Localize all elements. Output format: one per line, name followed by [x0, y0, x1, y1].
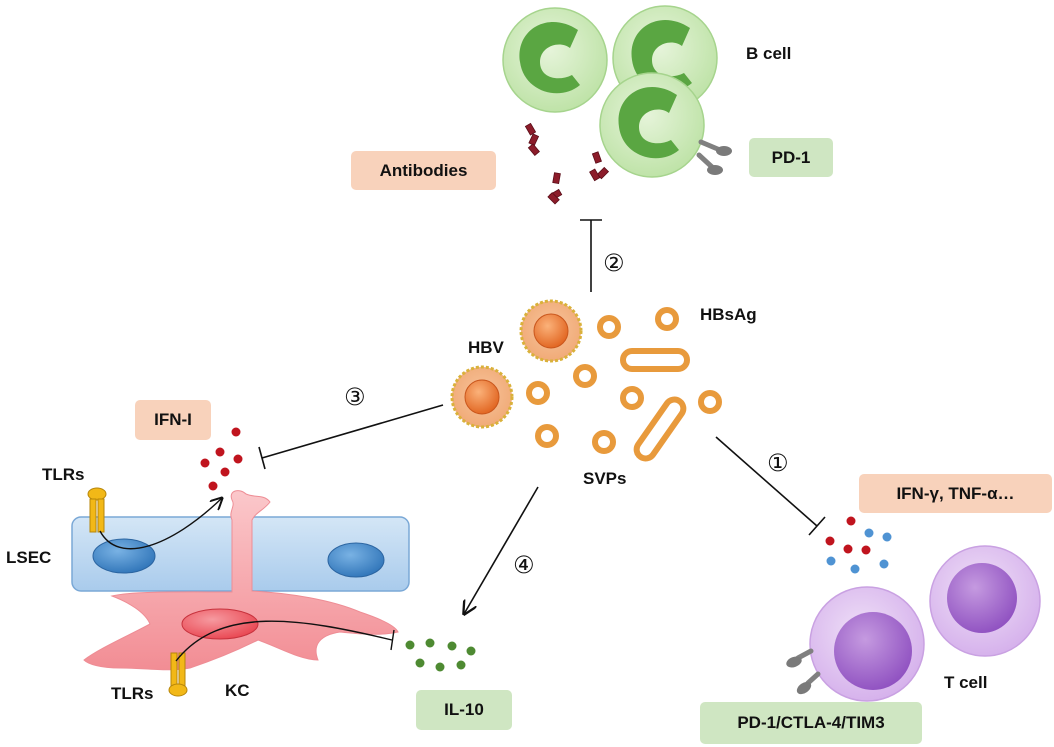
hbsag-label: HBsAg	[700, 305, 757, 324]
ifn-i-dots	[200, 427, 243, 491]
svp-sphere-icon	[698, 390, 722, 414]
pd1-receptor-icon	[698, 139, 732, 156]
svp-filament-icon	[620, 348, 690, 372]
svp-sphere-icon	[573, 364, 597, 388]
antibodies-label: Antibodies	[351, 151, 496, 190]
b-cell-icon	[502, 7, 608, 113]
kc-label: KC	[225, 681, 250, 700]
t-checkpoint-label: PD-1/CTLA-4/TIM3	[700, 702, 922, 744]
tlrs-label-top: TLRs	[42, 465, 85, 484]
lsec-label: LSEC	[6, 548, 52, 567]
b-cell-group	[502, 5, 732, 178]
antibody-icon	[547, 172, 563, 205]
hbv-label: HBV	[468, 338, 504, 357]
step-4-marker: ④	[513, 551, 535, 579]
cytokine-dots	[825, 516, 892, 574]
activation-arrow-icon	[464, 486, 539, 614]
ifn-i-label: IFN-I	[135, 400, 211, 440]
svp-filament-icon	[633, 396, 687, 462]
inhibition-arrow-icon	[715, 436, 826, 536]
hbv-virion-icon	[519, 299, 583, 363]
inhibition-arrow-icon	[175, 620, 395, 662]
tlr-receptor-icon	[87, 487, 107, 533]
step-2-marker: ②	[603, 249, 625, 277]
antibody-icon	[589, 151, 610, 182]
checkpoint-receptor-icon	[796, 671, 821, 695]
b-cell-icon	[599, 72, 705, 178]
antibody-icon	[524, 122, 540, 157]
inhibition-arrow-icon	[580, 219, 602, 292]
hbv-virion-icon	[450, 365, 514, 429]
t-cell-icon	[929, 545, 1041, 657]
svp-sphere-icon	[597, 315, 621, 339]
svps-label: SVPs	[583, 469, 627, 488]
svp-sphere-icon	[620, 386, 644, 410]
il10-label: IL-10	[416, 690, 512, 730]
checkpoint-receptor-icon	[786, 648, 814, 668]
lsec-cell-icon	[245, 516, 410, 592]
svp-sphere-icon	[526, 381, 550, 405]
tlrs-label-bottom: TLRs	[111, 684, 154, 703]
t-cell-label: T cell	[944, 673, 988, 692]
step-3-marker: ③	[344, 383, 366, 411]
pd1-label: PD-1	[749, 138, 833, 177]
svp-sphere-icon	[655, 307, 679, 331]
step-1-marker: ①	[767, 449, 789, 477]
b-cell-label: B cell	[746, 44, 792, 63]
t-cell-icon	[809, 586, 925, 702]
lsec-cell-icon	[71, 516, 242, 592]
svp-sphere-icon	[535, 424, 559, 448]
tlr-receptor-icon	[168, 652, 188, 697]
svp-sphere-icon	[592, 430, 616, 454]
activation-arrow-icon	[99, 498, 222, 550]
ifn-tnf-label: IFN-γ, TNF-α…	[859, 474, 1052, 513]
inhibition-arrow-icon	[258, 404, 444, 470]
svp-sphere-group	[526, 307, 722, 454]
il10-dots	[405, 638, 476, 672]
antibody-cluster	[524, 122, 610, 205]
pd1-receptor-icon	[696, 152, 723, 175]
